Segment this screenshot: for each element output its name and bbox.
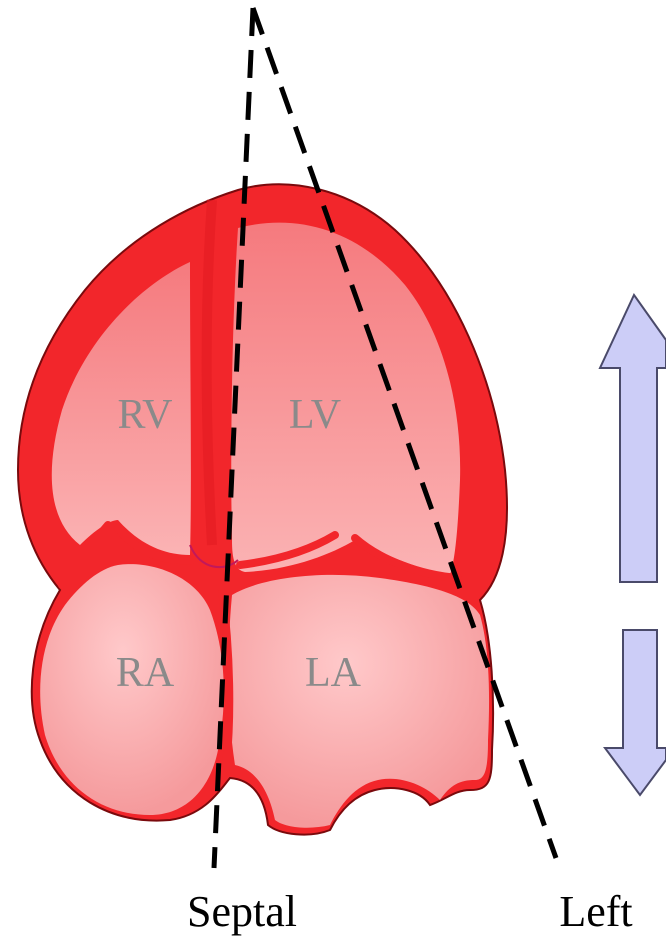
label-rv: RV [118,392,173,438]
arrow-up-icon [600,295,666,582]
label-lv: LV [289,392,341,438]
arrow-down-icon [605,630,666,795]
label-la: LA [305,650,362,696]
heart [18,184,507,834]
interventricular-septum [207,200,212,545]
label-ra: RA [116,650,175,696]
caption-left: Left [559,887,632,936]
caption-septal: Septal [187,887,297,936]
